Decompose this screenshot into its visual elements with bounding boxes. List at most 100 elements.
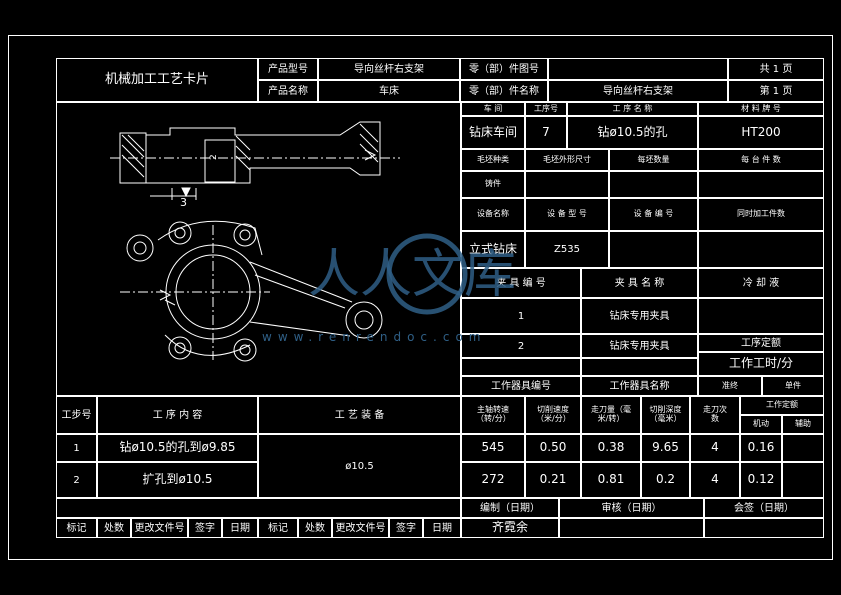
countersigner-name	[704, 518, 824, 538]
blank-count-value	[609, 171, 698, 198]
product-name-label: 产品名称	[258, 80, 318, 102]
table-row-1-step: 1	[56, 434, 97, 462]
arm-upper-edge	[249, 261, 353, 303]
date-label-2: 日期	[423, 518, 461, 538]
depth-header: 切削深度（毫米）	[641, 396, 690, 434]
equipment-header: 工 艺 装 备	[258, 396, 461, 434]
fixture-no-1: 1	[461, 298, 581, 334]
per-unit-value	[698, 171, 824, 198]
table-row-2-depth: 0.2	[641, 462, 690, 498]
coolant-value	[698, 298, 824, 334]
aux-time-header: 辅助	[782, 415, 824, 434]
arm-rib	[254, 274, 346, 309]
dimension-label-side: 2	[209, 154, 219, 160]
feed-header: 走刀量（毫米/转）	[581, 396, 641, 434]
hatch-line	[121, 134, 145, 158]
table-row-2-content: 扩孔到ø10.5	[97, 462, 258, 498]
equip-model-value: Z535	[525, 231, 609, 268]
mark-label-2: 标记	[258, 518, 298, 538]
blank-type-value: 铸件	[461, 171, 525, 198]
fixture-name-1: 钻床专用夹具	[581, 298, 698, 334]
hole-left	[133, 241, 147, 255]
table-row-2-aux	[782, 462, 824, 498]
table-row-2-feed: 0.81	[581, 462, 641, 498]
watermark-url: www.renrendoc.com	[262, 330, 487, 344]
compiled-label: 编制（日期）	[461, 498, 559, 518]
fixture-no-3	[461, 358, 581, 376]
machine-time-header: 机动	[740, 415, 782, 434]
process-name-label: 工 序 名 称	[567, 102, 698, 116]
hatch-line	[235, 135, 251, 151]
material-label: 材 料 牌 号	[698, 102, 824, 116]
date-label-1: 日期	[222, 518, 258, 538]
count-label-2: 处数	[298, 518, 332, 538]
dimension-arrow	[181, 187, 191, 198]
part-name-value: 导向丝杆右支架	[548, 80, 728, 102]
work-hours-label: 工作工时/分	[698, 352, 824, 376]
fixture-no-label: 夹 具 编 号	[461, 268, 581, 298]
process-no-value: 7	[525, 116, 567, 149]
table-row-1-machine: 0.16	[740, 434, 782, 462]
footer-blank	[56, 498, 461, 518]
dimension-label: 3	[180, 196, 187, 209]
fixture-no-2: 2	[461, 334, 581, 358]
hatch-line	[359, 133, 379, 153]
coolant-label: 冷 却 液	[698, 268, 824, 298]
equipment-value: ø10.5	[258, 434, 461, 498]
sign-label-1: 签字	[188, 518, 222, 538]
equip-no-value	[609, 231, 698, 268]
process-name-value: 钻ø10.5的孔	[567, 116, 698, 149]
compiler-name: 齐霓余	[461, 518, 559, 538]
hatch-line	[121, 144, 145, 168]
mark-label-1: 标记	[56, 518, 97, 538]
outer-frame	[8, 35, 833, 560]
count-label-1: 处数	[97, 518, 131, 538]
equip-name-label: 设备名称	[461, 198, 525, 231]
product-model-label: 产品型号	[258, 58, 318, 80]
workshop-label: 车 间	[461, 102, 525, 116]
section-outline	[146, 121, 381, 184]
hole-br	[239, 344, 251, 356]
hatch-line	[235, 145, 251, 161]
arm-end-hole	[354, 310, 374, 330]
per-unit-label: 每 台 件 数	[698, 149, 824, 171]
table-row-1-content: 钻ø10.5的孔到ø9.85	[97, 434, 258, 462]
body-outline	[157, 220, 263, 356]
blank-size-label: 毛坯外形尺寸	[525, 149, 609, 171]
workshop-value: 钻床车间	[461, 116, 525, 149]
arm-end-boss	[345, 301, 383, 339]
simul-parts-value	[698, 231, 824, 268]
hatch-line	[359, 143, 379, 163]
table-row-1-aux	[782, 434, 824, 462]
table-row-1-feed: 0.38	[581, 434, 641, 462]
product-name-value: 车床	[318, 80, 460, 102]
tool-no-label: 工作器具编号	[461, 376, 581, 396]
table-row-1-spindle: 545	[461, 434, 525, 462]
hatch-line	[127, 134, 145, 152]
boss-br	[233, 338, 257, 362]
quota-header: 工作定额	[740, 396, 824, 415]
passes-header: 走刀次数	[690, 396, 740, 434]
part-name-label: 零（部）件名称	[460, 80, 548, 102]
boss-tr	[233, 223, 257, 247]
process-no-label: 工序号	[525, 102, 567, 116]
sign-label-2: 签字	[389, 518, 423, 538]
change-doc-label-2: 更改文件号	[332, 518, 389, 538]
material-value: HT200	[698, 116, 824, 149]
step-no-header: 工步号	[56, 396, 97, 434]
fixture-name-2: 钻床专用夹具	[581, 334, 698, 358]
fixture-name-label: 夹 具 名 称	[581, 268, 698, 298]
simul-parts-label: 同时加工件数	[698, 198, 824, 231]
hole-bl	[174, 342, 186, 354]
clamp-mark	[159, 289, 176, 306]
spindle-speed-header: 主轴转速（转/分）	[461, 396, 525, 434]
unit-time-label: 单件	[762, 376, 824, 396]
fixture-name-3	[581, 358, 698, 376]
arm-lower-edge	[249, 321, 351, 337]
change-doc-label-1: 更改文件号	[131, 518, 188, 538]
table-row-1-passes: 4	[690, 434, 740, 462]
countersign-label: 会签（日期）	[704, 498, 824, 518]
table-row-1-depth: 9.65	[641, 434, 690, 462]
table-row-2-speed: 0.21	[525, 462, 581, 498]
